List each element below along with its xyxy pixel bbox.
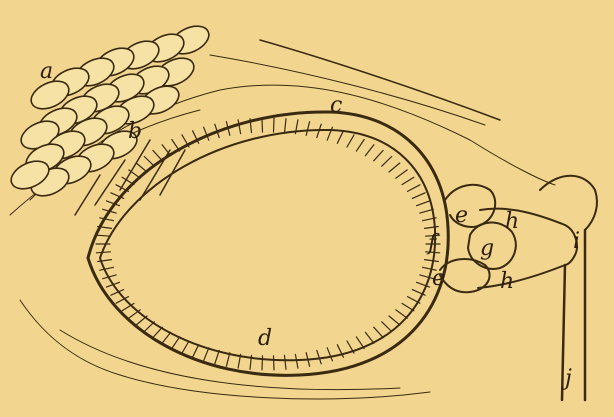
label-d: d <box>258 326 272 351</box>
label-c: c <box>330 93 342 118</box>
label-e-upper: e <box>455 203 468 228</box>
label-h-lower: h <box>500 269 514 294</box>
label-e-lower: e <box>432 266 445 291</box>
hatch-tick <box>262 118 263 132</box>
label-h-upper: h <box>505 209 519 234</box>
label-i: i <box>573 229 580 254</box>
label-g: g <box>480 236 494 261</box>
label-a: a <box>40 59 53 84</box>
hatch-tick <box>262 356 263 370</box>
hatch-tick <box>274 356 275 370</box>
label-b: b <box>128 119 142 144</box>
hatch-tick <box>274 118 275 132</box>
